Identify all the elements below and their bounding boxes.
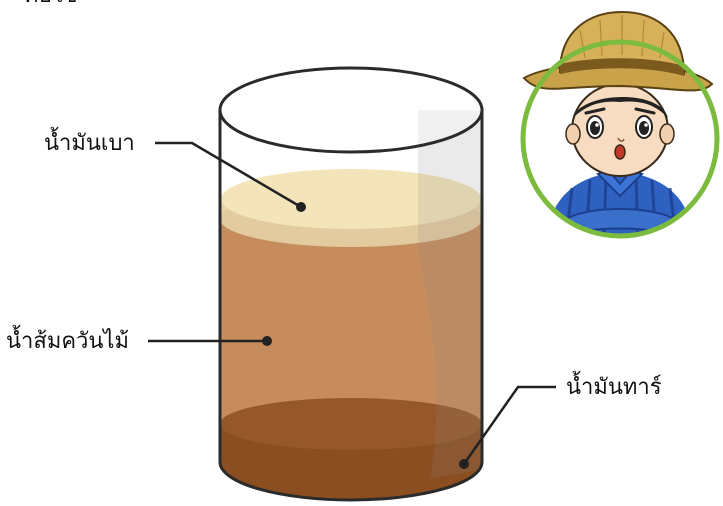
mouth: [615, 145, 625, 159]
header-partial-text: คือใช: [24, 0, 78, 8]
label-tar-text: น้ำมันทาร์: [566, 371, 662, 400]
label-tar: น้ำมันทาร์: [459, 371, 662, 469]
beaker: [210, 68, 490, 506]
leader-dot-light-oil: [296, 202, 306, 212]
label-light-oil-text: น้ำมันเบา: [44, 127, 135, 156]
farmer-avatar: [523, 12, 717, 240]
label-wood-vinegar-text: น้ำส้มควันไม้: [6, 325, 129, 354]
beaker-rim: [220, 68, 482, 152]
leader-dot-tar: [459, 459, 469, 469]
leader-dot-wood-vinegar: [262, 336, 272, 346]
